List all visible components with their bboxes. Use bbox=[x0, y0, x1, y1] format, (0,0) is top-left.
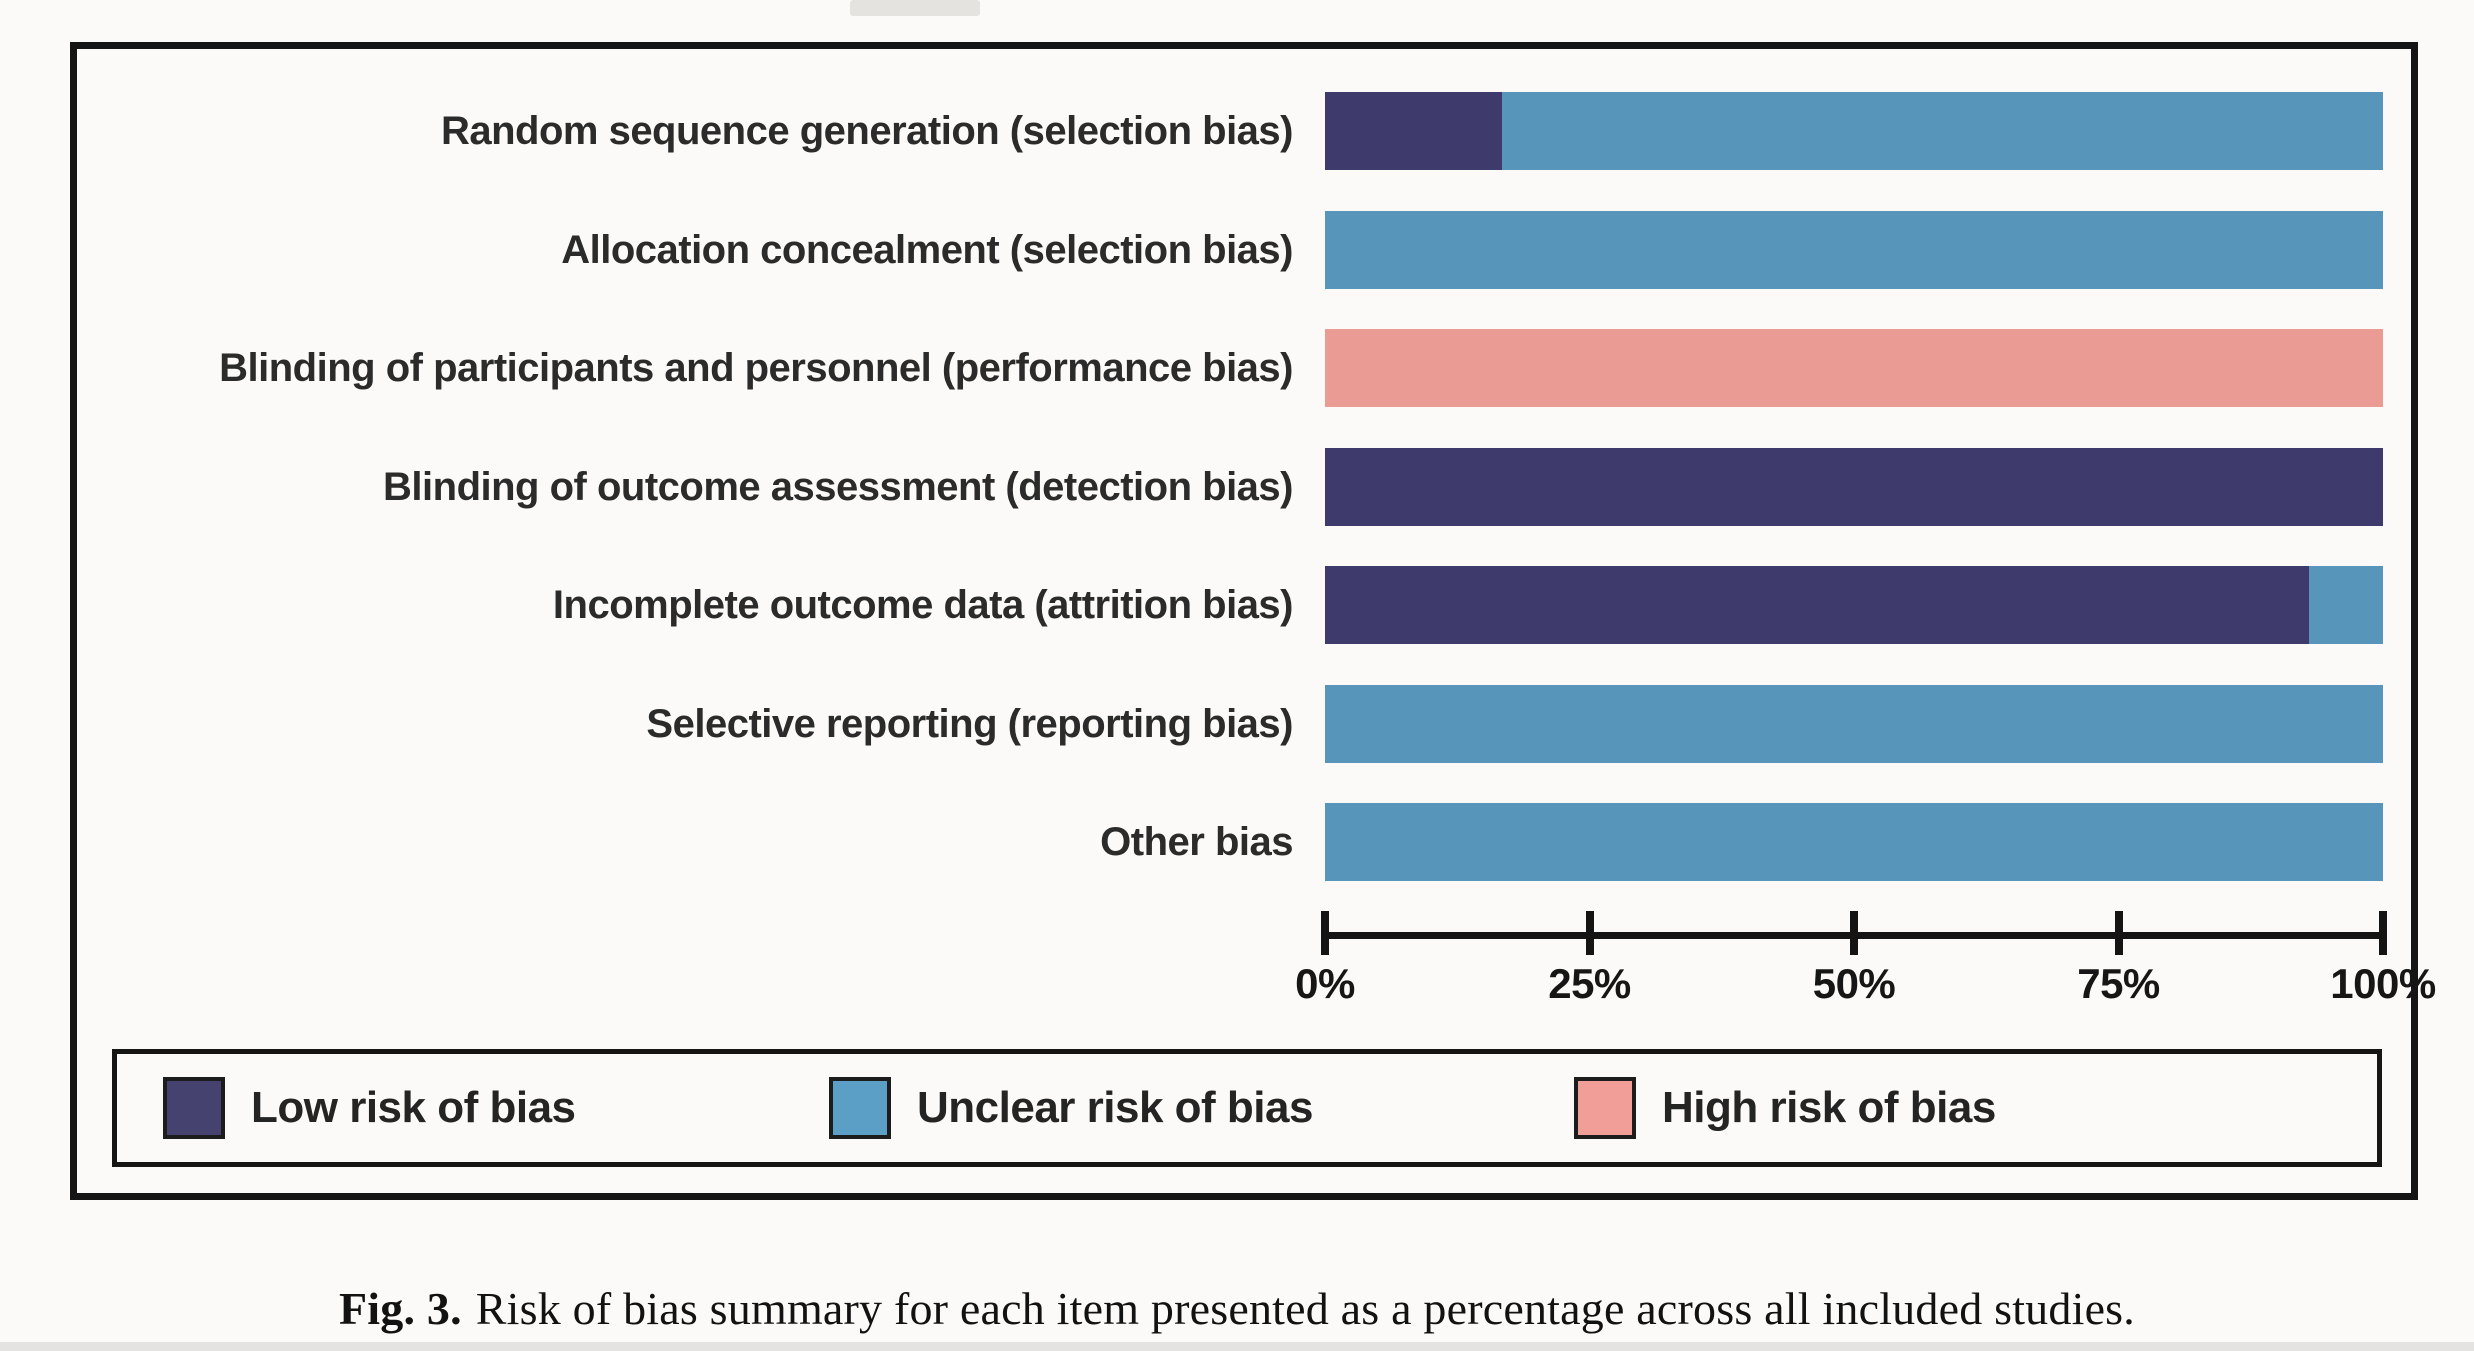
bar-segment-unclear bbox=[1325, 210, 2383, 289]
figure-border-box: Random sequence generation (selection bi… bbox=[70, 42, 2436, 1200]
axis-tick-label: 50% bbox=[1812, 960, 1896, 1007]
scan-artifact-top bbox=[850, 0, 980, 16]
category-label: Blinding of participants and personnel (… bbox=[219, 346, 1293, 390]
bar-track bbox=[1325, 803, 2383, 881]
category-label: Blinding of outcome assessment (detectio… bbox=[383, 464, 1293, 509]
chart-row: Random sequence generation (selection bi… bbox=[77, 92, 2411, 170]
bar-track bbox=[1325, 566, 2383, 644]
chart-row: Blinding of participants and personnel (… bbox=[77, 329, 2411, 407]
category-label: Other bias bbox=[1100, 820, 1293, 864]
bar-track bbox=[1325, 329, 2383, 407]
bar-segment-unclear bbox=[1501, 92, 2383, 170]
axis-tick-mark bbox=[2379, 911, 2387, 955]
scan-artifact-bottom bbox=[0, 1342, 2474, 1351]
bar-track bbox=[1325, 92, 2383, 170]
axis-tick-label: 100% bbox=[2330, 960, 2436, 1007]
legend-swatch-low bbox=[163, 1077, 225, 1139]
figure-caption-text: Risk of bias summary for each item prese… bbox=[475, 1283, 2135, 1334]
chart-row: Incomplete outcome data (attrition bias) bbox=[77, 566, 2411, 644]
bar-segment-low bbox=[1325, 566, 2309, 644]
bar-track bbox=[1325, 447, 2383, 526]
legend-item-high: High risk of bias bbox=[1574, 1054, 1996, 1162]
legend-swatch-high bbox=[1574, 1077, 1636, 1139]
legend-label-unclear: Unclear risk of bias bbox=[917, 1083, 1313, 1132]
figure-caption: Fig. 3. Risk of bias summary for each ite… bbox=[0, 1282, 2474, 1335]
axis-tick-mark bbox=[2114, 911, 2123, 955]
bar-track bbox=[1325, 210, 2383, 289]
category-label: Selective reporting (reporting bias) bbox=[646, 701, 1293, 746]
axis-tick-label: 75% bbox=[2077, 960, 2160, 1007]
bar-segment-unclear bbox=[2308, 566, 2383, 644]
legend-item-low: Low risk of bias bbox=[163, 1054, 576, 1162]
axis-tick-mark bbox=[1585, 911, 1594, 955]
bar-segment-unclear bbox=[1325, 684, 2383, 763]
bar-segment-low bbox=[1325, 447, 2383, 526]
bar-segment-low bbox=[1325, 92, 1502, 170]
chart-row: Allocation concealment (selection bias) bbox=[77, 210, 2411, 289]
risk-of-bias-chart: Random sequence generation (selection bi… bbox=[77, 49, 2436, 1193]
axis-tick-label: 25% bbox=[1548, 960, 1631, 1007]
legend-item-unclear: Unclear risk of bias bbox=[829, 1054, 1313, 1162]
bar-track bbox=[1325, 684, 2383, 763]
bar-segment-high bbox=[1325, 329, 2383, 407]
legend-swatch-unclear bbox=[829, 1077, 891, 1139]
legend-label-low: Low risk of bias bbox=[251, 1083, 576, 1132]
chart-row: Other bias bbox=[77, 803, 2411, 881]
axis-tick-mark bbox=[1321, 911, 1329, 955]
chart-row: Selective reporting (reporting bias) bbox=[77, 684, 2411, 763]
category-label: Incomplete outcome data (attrition bias) bbox=[552, 583, 1294, 627]
category-label: Random sequence generation (selection bi… bbox=[440, 109, 1294, 153]
axis-tick-mark bbox=[1850, 911, 1858, 955]
legend-box: Low risk of bias Unclear risk of bias High… bbox=[112, 1049, 2382, 1167]
legend-label-high: High risk of bias bbox=[1662, 1083, 1996, 1132]
figure-caption-label: Fig. 3. bbox=[339, 1283, 462, 1334]
bar-segment-unclear bbox=[1325, 803, 2383, 881]
category-label: Allocation concealment (selection bias) bbox=[561, 227, 1293, 272]
chart-row: Blinding of outcome assessment (detectio… bbox=[77, 447, 2411, 526]
axis-tick-label: 0% bbox=[1295, 960, 1355, 1007]
